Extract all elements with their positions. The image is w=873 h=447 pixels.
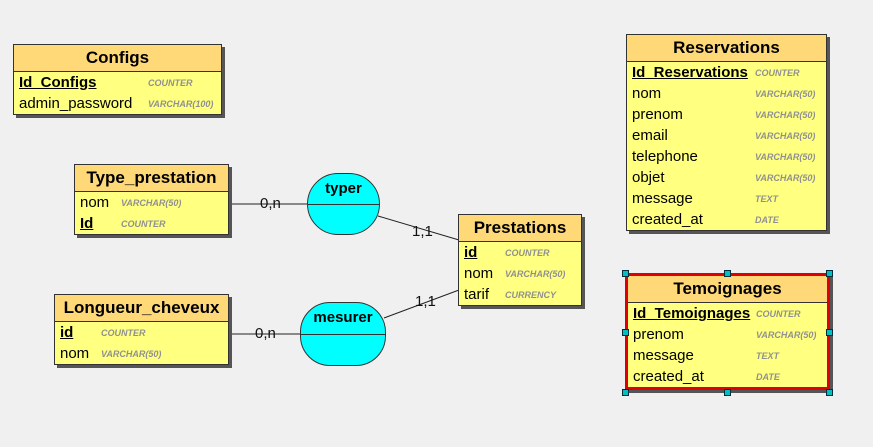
attribute-type: CURRENCY [505, 290, 557, 300]
attribute-name: admin_password [19, 95, 133, 112]
attribute-row[interactable]: created_at DATE [627, 209, 826, 230]
entity-title: Type_prestation [75, 165, 228, 192]
attribute-row[interactable]: objet VARCHAR(50) [627, 167, 826, 188]
attribute-type: VARCHAR(50) [121, 198, 182, 208]
attribute-name: Id_Temoignages [633, 305, 751, 322]
association-typer[interactable]: typer [307, 173, 380, 235]
attribute-row[interactable]: id COUNTER [459, 242, 581, 263]
attribute-name: id [464, 244, 478, 261]
attribute-name: Id [80, 215, 94, 232]
attribute-row[interactable]: tarif CURRENCY [459, 284, 581, 305]
attribute-row[interactable]: email VARCHAR(50) [627, 125, 826, 146]
attribute-name: email [632, 127, 668, 144]
attribute-row[interactable]: nom VARCHAR(50) [627, 83, 826, 104]
attribute-name: telephone [632, 148, 698, 165]
attribute-type: VARCHAR(50) [505, 269, 566, 279]
entity-reservations[interactable]: Reservations Id_Reservations COUNTER nom… [626, 34, 827, 231]
attribute-type: VARCHAR(50) [755, 89, 816, 99]
attribute-name: message [633, 347, 694, 364]
attribute-row[interactable]: message TEXT [627, 188, 826, 209]
resize-handle-middle-right[interactable] [826, 329, 833, 336]
attribute-name: nom [632, 85, 662, 102]
attribute-row[interactable]: nom VARCHAR(50) [55, 343, 228, 364]
cardinality-label: 0,n [260, 195, 281, 212]
attribute-row[interactable]: Id_Reservations COUNTER [627, 62, 826, 83]
entity-configs[interactable]: Configs Id_Configs COUNTER admin_passwor… [13, 44, 222, 115]
attribute-name: objet [632, 169, 665, 186]
attribute-type: COUNTER [755, 68, 800, 78]
association-title: typer [325, 180, 362, 197]
attribute-row[interactable]: prenom VARCHAR(50) [628, 324, 827, 345]
association-title: mesurer [313, 309, 373, 326]
attribute-type: TEXT [756, 351, 780, 361]
attribute-name: id [60, 324, 74, 341]
attribute-name: created_at [632, 211, 703, 228]
attribute-name: prenom [633, 326, 684, 343]
entity-title: Longueur_cheveux [55, 295, 228, 322]
resize-handle-top-right[interactable] [826, 270, 833, 277]
entity-title: Temoignages [628, 276, 827, 303]
attribute-type: VARCHAR(50) [755, 131, 816, 141]
attribute-type: COUNTER [148, 78, 193, 88]
link-typer-prestations [377, 215, 460, 241]
resize-handle-top-left[interactable] [622, 270, 629, 277]
attribute-row[interactable]: Id_Configs COUNTER [14, 72, 221, 93]
attribute-type: VARCHAR(50) [755, 110, 816, 120]
resize-handle-bottom-left[interactable] [622, 389, 629, 396]
attribute-type: VARCHAR(50) [101, 349, 162, 359]
attribute-name: tarif [464, 286, 490, 303]
association-divider [308, 204, 379, 205]
attribute-name: message [632, 190, 693, 207]
entity-title: Prestations [459, 215, 581, 242]
association-mesurer[interactable]: mesurer [300, 302, 386, 366]
entity-title: Configs [14, 45, 221, 72]
attribute-name: Id_Reservations [632, 64, 748, 81]
attribute-name: prenom [632, 106, 683, 123]
entity-title: Reservations [627, 35, 826, 62]
resize-handle-middle-left[interactable] [622, 329, 629, 336]
attribute-type: VARCHAR(50) [755, 173, 816, 183]
attribute-name: nom [464, 265, 494, 282]
entity-longueur-cheveux[interactable]: Longueur_cheveux id COUNTER nom VARCHAR(… [54, 294, 229, 365]
entity-type-prestation[interactable]: Type_prestation nom VARCHAR(50) Id COUNT… [74, 164, 229, 235]
resize-handle-bottom-middle[interactable] [724, 389, 731, 396]
attribute-row[interactable]: Id_Temoignages COUNTER [628, 303, 827, 324]
attribute-type: VARCHAR(50) [756, 330, 817, 340]
attribute-name: nom [80, 194, 110, 211]
attribute-type: COUNTER [505, 248, 550, 258]
attribute-type: DATE [755, 215, 779, 225]
link-mesurer-prestations [383, 289, 460, 319]
attribute-name: Id_Configs [19, 74, 97, 91]
attribute-row[interactable]: nom VARCHAR(50) [459, 263, 581, 284]
attribute-row[interactable]: id COUNTER [55, 322, 228, 343]
cardinality-label: 1,1 [415, 293, 436, 310]
resize-handle-top-middle[interactable] [724, 270, 731, 277]
cardinality-label: 0,n [255, 325, 276, 342]
entity-temoignages[interactable]: Temoignages Id_Temoignages COUNTER preno… [625, 273, 830, 390]
attribute-name: created_at [633, 368, 704, 385]
attribute-type: COUNTER [121, 219, 166, 229]
attribute-row[interactable]: admin_password VARCHAR(100) [14, 93, 221, 114]
attribute-type: TEXT [755, 194, 779, 204]
cardinality-label: 1,1 [412, 223, 433, 240]
attribute-row[interactable]: message TEXT [628, 345, 827, 366]
attribute-row[interactable]: nom VARCHAR(50) [75, 192, 228, 213]
attribute-type: VARCHAR(100) [148, 99, 214, 109]
attribute-row[interactable]: telephone VARCHAR(50) [627, 146, 826, 167]
attribute-name: nom [60, 345, 90, 362]
attribute-type: DATE [756, 372, 780, 382]
entity-prestations[interactable]: Prestations id COUNTER nom VARCHAR(50) t… [458, 214, 582, 306]
attribute-type: COUNTER [101, 328, 146, 338]
attribute-row[interactable]: prenom VARCHAR(50) [627, 104, 826, 125]
attribute-row[interactable]: Id COUNTER [75, 213, 228, 234]
resize-handle-bottom-right[interactable] [826, 389, 833, 396]
association-divider [301, 334, 385, 335]
attribute-type: COUNTER [756, 309, 801, 319]
attribute-type: VARCHAR(50) [755, 152, 816, 162]
attribute-row[interactable]: created_at DATE [628, 366, 827, 387]
